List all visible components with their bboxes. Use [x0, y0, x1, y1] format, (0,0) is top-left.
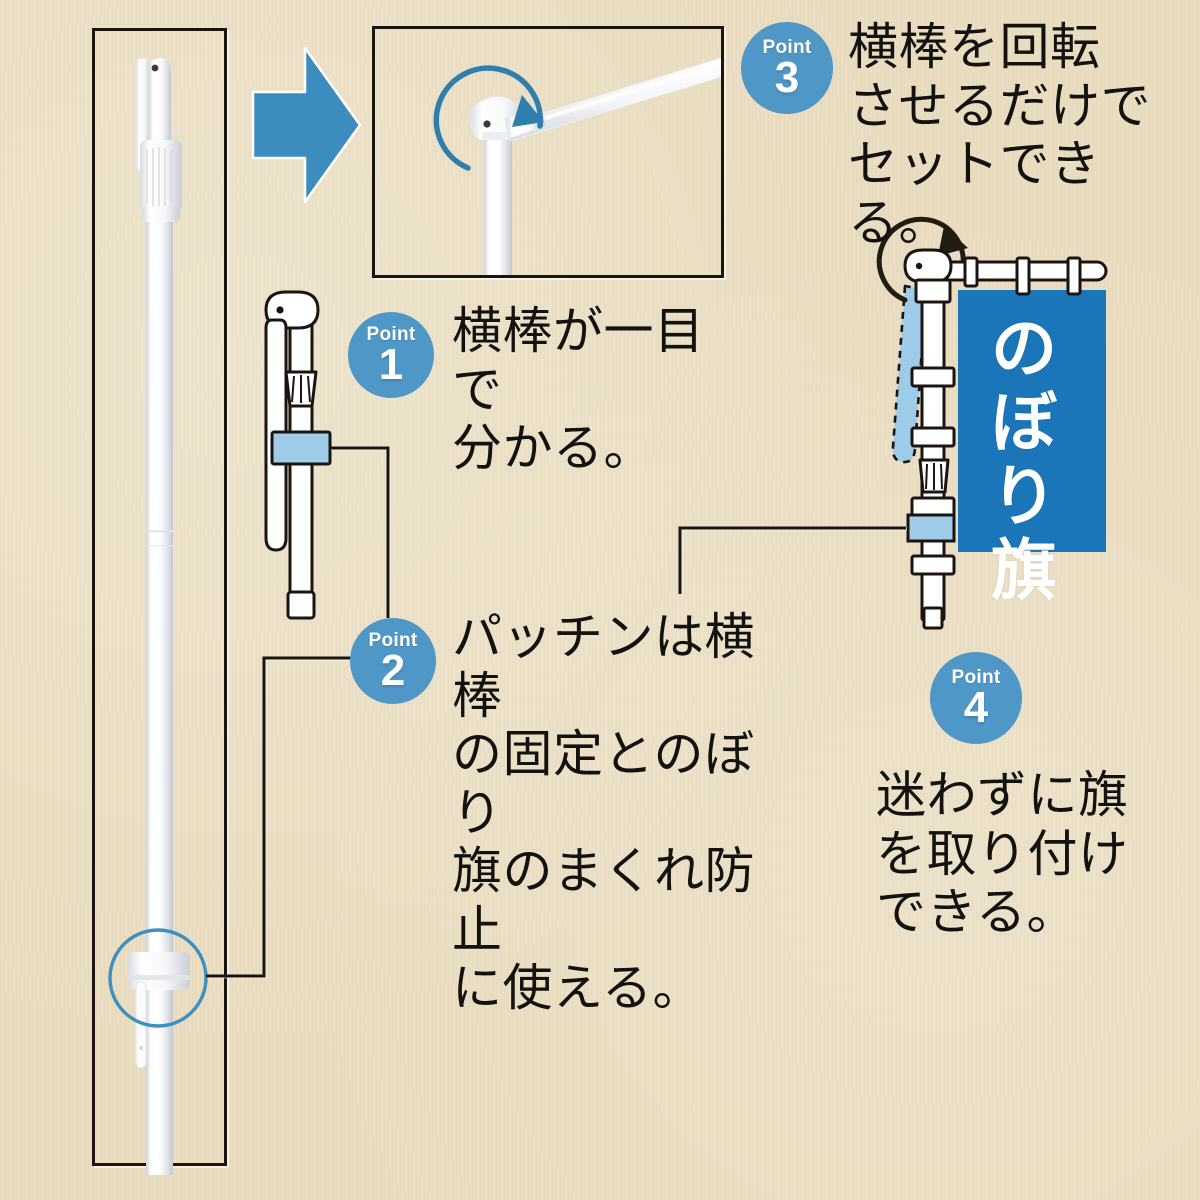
- pre-rotation-ghost-bar: [891, 284, 928, 464]
- nobori-flag-text: のぼり旗: [991, 310, 1059, 609]
- flag-assembly-diagram: [876, 216, 1108, 630]
- point-badge-4-word: Point: [951, 666, 1001, 688]
- point-badge-2-number: 2: [380, 645, 406, 695]
- point-badge-2-word: Point: [368, 629, 418, 651]
- point-badge-2[interactable]: Point 2: [350, 618, 436, 704]
- rotation-arrow-inset: [433, 65, 544, 171]
- blue-right-arrow: [251, 46, 362, 204]
- telescopic-pole-photo: [108, 57, 208, 1175]
- patchin-clip-on-pole: [128, 952, 190, 1069]
- crossbar-diagram: [264, 290, 332, 620]
- nobori-flag-panel: [958, 290, 1106, 552]
- point-badge-1-number: 1: [378, 339, 404, 389]
- point-2-caption: パッチンは横棒 の固定とのぼり 旗のまくれ防止 に使える。: [452, 608, 755, 1017]
- patchin-clip-flag: [906, 513, 956, 543]
- point-badge-4[interactable]: Point 4: [930, 652, 1022, 744]
- point-badge-4-number: 4: [963, 682, 989, 732]
- point-3-caption: 横棒を回転 させるだけで セットできる。: [848, 18, 1151, 252]
- point-badge-3-word: Point: [762, 36, 812, 58]
- joint-closeup-frame: [372, 26, 724, 278]
- crossbar-joint-closeup-photo: [433, 57, 721, 275]
- clip-highlight-circle: [108, 928, 208, 1028]
- point-1-caption: 横棒が一目で 分かる。: [452, 302, 705, 477]
- grip-knob: [140, 140, 182, 222]
- point-badge-3-number: 3: [774, 52, 800, 102]
- point-badge-1[interactable]: Point 1: [348, 312, 434, 398]
- point-badge-3[interactable]: Point 3: [741, 22, 833, 114]
- point-4-caption: 迷わずに旗 を取り付け できる。: [876, 766, 1129, 941]
- point-badge-1-word: Point: [366, 323, 416, 345]
